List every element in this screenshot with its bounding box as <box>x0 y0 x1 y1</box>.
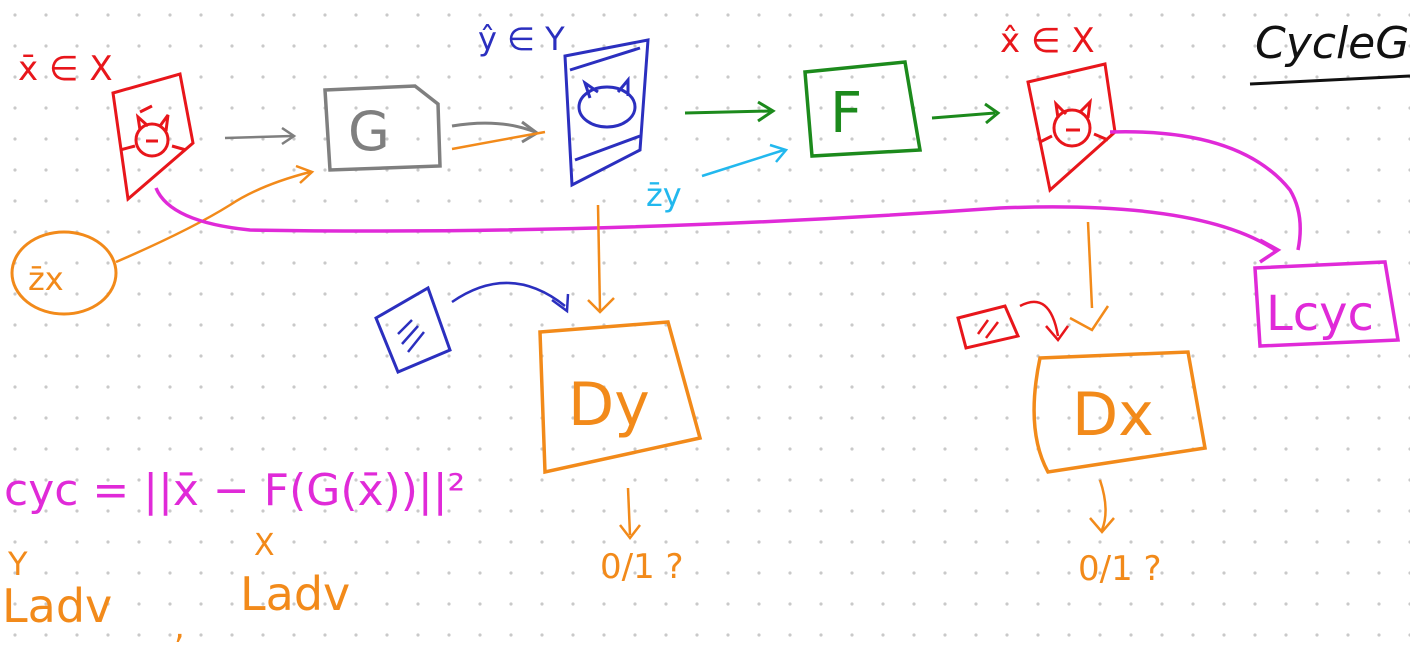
adv-y-loss: Ladv <box>2 579 112 633</box>
noise-zx: z̄x <box>10 230 118 316</box>
zy-label: z̄y <box>646 176 682 214</box>
arrow-x-to-G <box>224 126 297 146</box>
x-input-image <box>111 72 195 202</box>
generator-G: G <box>323 84 442 172</box>
discriminator-Dx: Dx <box>1032 350 1208 474</box>
Dy-output: 0/1 ? <box>600 547 684 587</box>
zx-label: z̄x <box>28 260 64 298</box>
arrow-F-to-xhat <box>931 102 1001 125</box>
adv-y-sup: Y <box>7 545 28 583</box>
x-label: x̄ ∈ X <box>18 49 113 89</box>
generator-F: F <box>803 60 923 158</box>
arrow-yhat-to-Dy <box>587 204 615 314</box>
Dx-label: Dx <box>1072 380 1154 450</box>
arrow-Dx-out <box>1089 479 1115 534</box>
F-label: F <box>830 81 862 146</box>
adv-x-loss: Ladv <box>240 567 350 621</box>
adv-losses: Y Ladv , X Ladv <box>2 528 350 647</box>
Dy-label: Dy <box>568 370 650 440</box>
xhat-label: x̂ ∈ X <box>1000 21 1095 61</box>
Dx-output: 0/1 ? <box>1078 549 1162 589</box>
arrow-xhat-to-Dx <box>1069 221 1110 332</box>
arrow-Dy-out <box>619 487 641 541</box>
cycle-connections <box>154 130 1302 264</box>
discriminator-Dy: Dy <box>538 320 703 475</box>
adv-x-sup: X <box>254 528 275 563</box>
yhat-label: ŷ ∈ Y <box>478 20 565 58</box>
noise-zy: z̄y <box>646 176 682 214</box>
real-y-sample <box>374 285 452 374</box>
loss-cycle-box: Lcyc <box>1253 260 1401 348</box>
adv-separator: , <box>174 607 185 647</box>
arrow-yhat-to-F <box>684 100 776 123</box>
arrow-realy-to-Dy <box>451 281 570 314</box>
real-x-sample <box>956 304 1021 350</box>
title-group: CycleG <box>1249 18 1410 86</box>
arrow-realx-to-Dx <box>1019 300 1070 343</box>
Lcyc-label: Lcyc <box>1266 286 1374 342</box>
title-underline <box>1249 74 1410 86</box>
yhat-image <box>563 38 650 188</box>
title: CycleG <box>1255 18 1409 69</box>
G-label: G <box>348 100 390 163</box>
arrow-zx-to-G <box>115 130 546 264</box>
cycle-loss-formula: cyc = ||x̄ − F(G(x̄))||² <box>4 465 465 516</box>
arrow-zy-to-F <box>701 143 789 178</box>
